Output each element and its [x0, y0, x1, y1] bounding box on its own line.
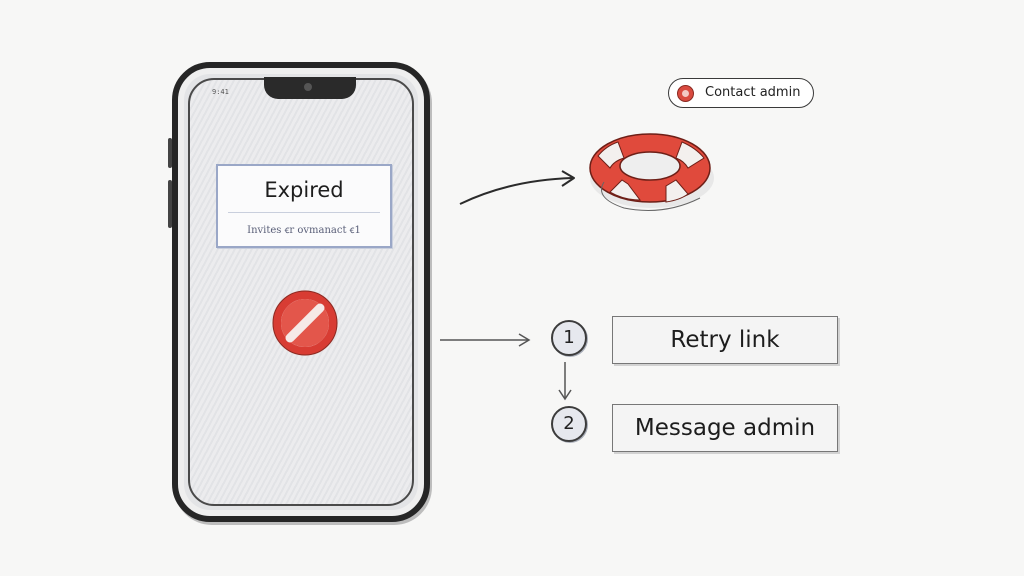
lifebuoy-icon	[589, 133, 714, 211]
contact-admin-label: Contact admin	[705, 85, 801, 100]
expired-title: Expired	[264, 178, 344, 202]
card-divider	[228, 212, 380, 213]
phone-side-button	[168, 138, 172, 168]
no-entry-icon	[272, 290, 338, 356]
contact-admin-bubble[interactable]: Contact admin	[668, 78, 814, 108]
retry-link-button[interactable]: Retry link	[612, 316, 838, 364]
speech-bubble-icon	[677, 85, 694, 102]
status-time: 9:41	[212, 88, 229, 96]
step-number-2: 2	[551, 406, 587, 442]
step-number-1: 1	[551, 320, 587, 356]
message-admin-button[interactable]: Message admin	[612, 404, 838, 452]
phone-mockup: 9:41 Expired Invites ꞓr ovmanact ꞓ1	[168, 62, 430, 522]
phone-notch	[264, 77, 356, 99]
phone-side-button	[168, 180, 172, 228]
arrow-to-help	[459, 177, 573, 205]
retry-link-label: Retry link	[670, 327, 780, 353]
expired-card: Expired Invites ꞓr ovmanact ꞓ1	[216, 164, 392, 248]
phone-screen: 9:41 Expired Invites ꞓr ovmanact ꞓ1	[188, 77, 414, 506]
camera-icon	[304, 83, 312, 91]
message-admin-label: Message admin	[634, 415, 816, 441]
expired-subtitle: Invites ꞓr ovmanact ꞓ1	[247, 225, 361, 236]
